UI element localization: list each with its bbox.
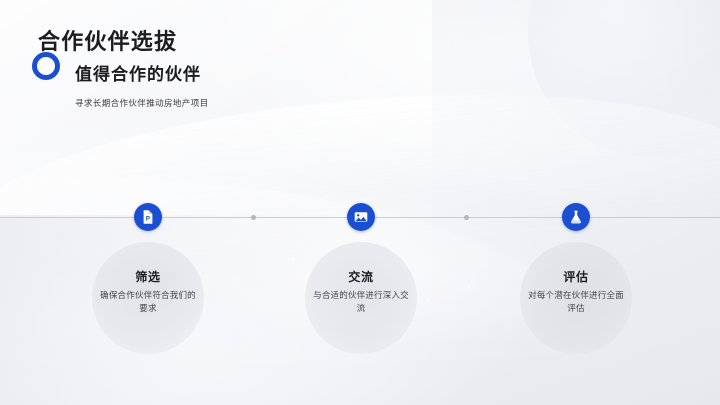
sparkle-dot: [536, 344, 538, 346]
svg-text:P: P: [146, 215, 151, 222]
timeline-dot: [250, 214, 256, 220]
sparkle-dot: [427, 299, 429, 301]
document-p-icon[interactable]: P: [134, 203, 162, 231]
step-title: 评估: [563, 270, 589, 284]
sparkle-dot: [232, 324, 234, 326]
sparkle-dot: [318, 249, 320, 251]
page-subtitle: 值得合作的伙伴: [75, 65, 201, 84]
sparkle-dot: [440, 330, 441, 331]
background-corner-orb: [528, 0, 720, 158]
step-description: 对每个潜在伙伴进行全面评估: [528, 290, 624, 314]
sparkle-dot: [468, 286, 470, 288]
step-halo: [520, 242, 632, 354]
sparkle-dot: [300, 340, 302, 342]
sparkle-dot: [556, 240, 557, 241]
step-halo: [305, 242, 417, 354]
step-description: 确保合作伙伴符合我们的要求: [100, 290, 196, 314]
sparkle-dot: [292, 258, 294, 260]
circle-outline-icon: [32, 52, 60, 80]
page-title: 合作伙伴选拔: [38, 29, 178, 54]
sparkle-dot: [268, 232, 270, 234]
sparkle-dot: [495, 301, 497, 303]
step-title: 交流: [348, 270, 374, 284]
sparkle-dot: [214, 300, 216, 302]
sparkle-dot: [392, 356, 393, 357]
sparkle-dot: [250, 241, 251, 242]
page-description: 寻求长期合作伙伴推动房地产项目: [75, 98, 209, 108]
sparkle-dot: [481, 327, 483, 329]
image-picture-icon[interactable]: [347, 203, 375, 231]
sparkle-dot: [640, 290, 641, 291]
flask-beaker-icon[interactable]: [562, 203, 590, 231]
step-title: 筛选: [135, 270, 161, 284]
sparkle-dot: [509, 336, 511, 338]
timeline-dot: [463, 214, 469, 220]
sparkle-dot: [440, 364, 441, 365]
sparkle-dot: [454, 310, 456, 312]
sparkle-dot: [498, 255, 499, 256]
sparkle-dot: [470, 244, 472, 246]
step-halo: [92, 242, 204, 354]
step-description: 与合适的伙伴进行深入交流: [313, 290, 409, 314]
